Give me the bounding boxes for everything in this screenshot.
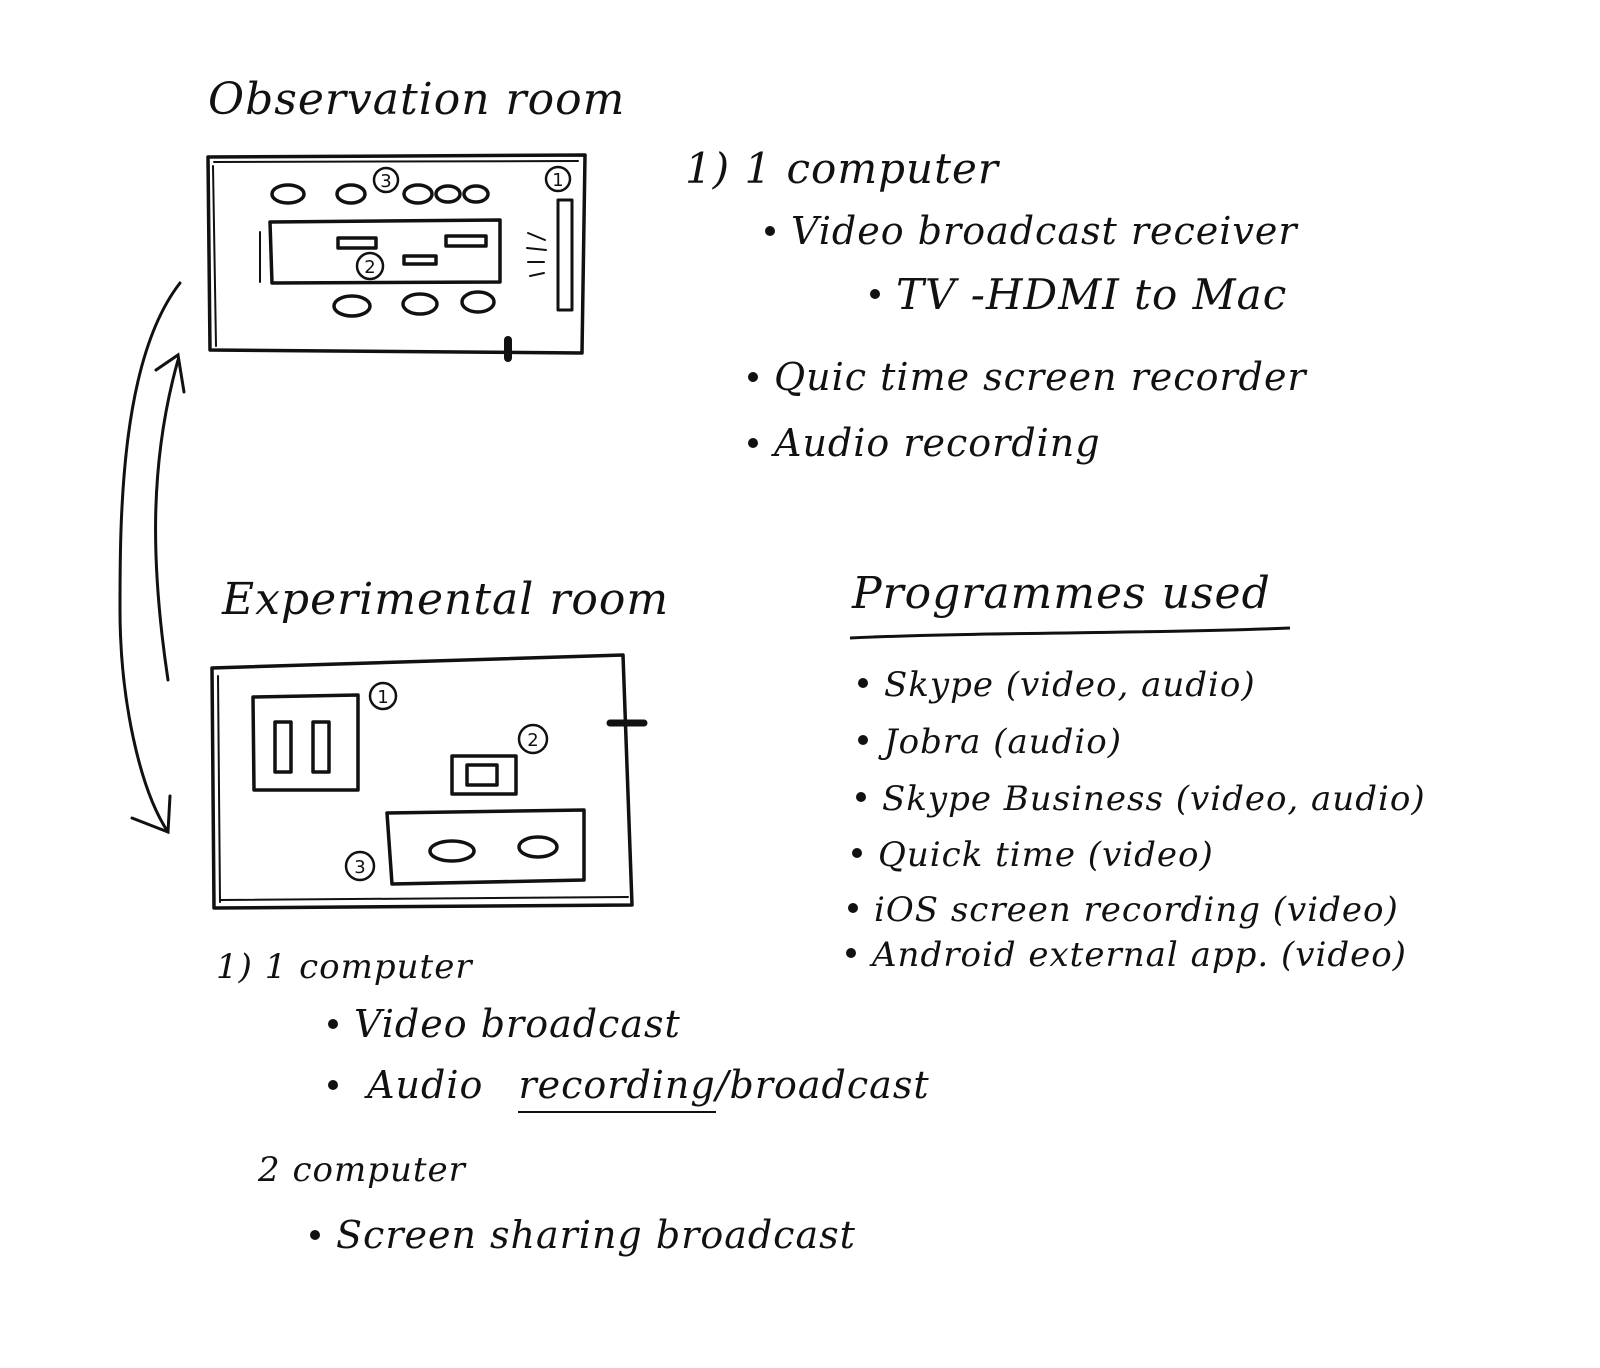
experimental-bullet-audio: Audio recording/broadcast bbox=[328, 1063, 930, 1113]
svg-text:2: 2 bbox=[364, 257, 375, 278]
svg-text:2: 2 bbox=[527, 730, 538, 751]
programme-item-skype-business: Skype Business (video, audio) bbox=[856, 782, 1426, 816]
programme-item-skype: Skype (video, audio) bbox=[858, 668, 1256, 702]
programme-item-quicktime: Quick time (video) bbox=[852, 838, 1214, 872]
observation-bullet-audio: Audio recording bbox=[748, 424, 1101, 462]
observation-marker-3: 3 bbox=[372, 166, 400, 194]
programmes-heading: Programmes used bbox=[852, 568, 1271, 619]
room-connection-arrow bbox=[118, 281, 186, 835]
experimental-marker-2: 2 bbox=[517, 723, 549, 755]
experimental-marker-1: 1 bbox=[368, 681, 398, 711]
audio-suffix: /broadcast bbox=[715, 1063, 930, 1107]
experimental-computer1-heading: 1) 1 computer bbox=[216, 947, 473, 987]
svg-text:3: 3 bbox=[380, 171, 391, 192]
audio-recording-underlined: recording bbox=[518, 1063, 716, 1113]
observation-marker-1: 1 bbox=[544, 165, 572, 193]
observation-sub-bullet-tv-hdmi: TV -HDMI to Mac bbox=[870, 274, 1287, 316]
programme-item-ios-recording: iOS screen recording (video) bbox=[848, 893, 1399, 927]
experimental-room-plan bbox=[210, 653, 648, 910]
svg-text:1: 1 bbox=[377, 687, 388, 708]
svg-text:3: 3 bbox=[354, 857, 365, 878]
observation-marker-2: 2 bbox=[355, 251, 385, 281]
experimental-computer2-heading: 2 computer bbox=[258, 1150, 466, 1190]
programme-item-jobra: Jobra (audio) bbox=[858, 725, 1122, 759]
observation-bullet-quicktime: Quic time screen recorder bbox=[748, 358, 1307, 396]
observation-bullet-video-receiver: Video broadcast receiver bbox=[765, 212, 1298, 250]
observation-room-title: Observation room bbox=[208, 74, 626, 125]
experimental-room-title: Experimental room bbox=[222, 574, 670, 625]
experimental-bullet-video-broadcast: Video broadcast bbox=[328, 1005, 681, 1043]
svg-text:1: 1 bbox=[552, 170, 563, 191]
observation-computer-heading: 1) 1 computer bbox=[685, 144, 999, 193]
experimental-bullet-screen-sharing: Screen sharing broadcast bbox=[310, 1216, 856, 1254]
observation-room-plan bbox=[206, 153, 587, 362]
programmes-underline bbox=[849, 626, 1291, 640]
audio-prefix: Audio bbox=[367, 1063, 484, 1107]
experimental-marker-3: 3 bbox=[344, 850, 376, 882]
programme-item-android-app: Android external app. (video) bbox=[846, 938, 1407, 972]
